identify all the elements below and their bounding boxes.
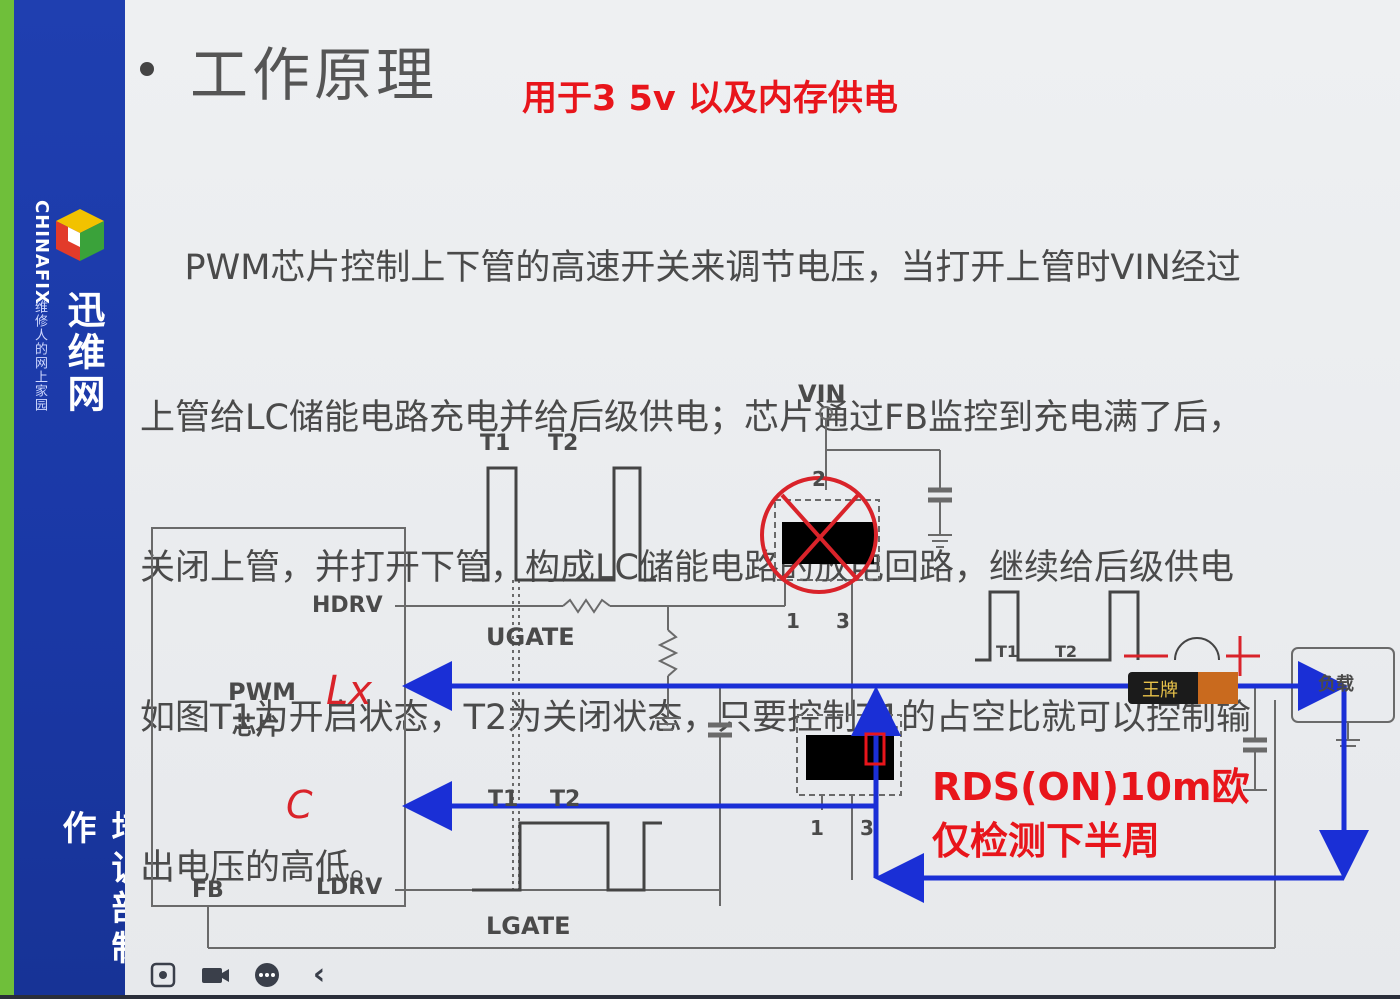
- ugate-label: UGATE: [486, 623, 575, 651]
- fb-label: FB: [192, 878, 224, 903]
- back-icon[interactable]: ‹: [312, 957, 326, 992]
- logo-text: CHINAFIX: [31, 200, 52, 305]
- pin-1-lower: 1: [810, 816, 824, 840]
- handwritten-lx: Lx: [326, 668, 372, 714]
- pwm-chip-box: [151, 527, 406, 907]
- red-note: 用于3 5v 以及内存供电: [522, 79, 898, 119]
- camera-icon[interactable]: [199, 960, 231, 990]
- t1-label-upper: T1: [480, 431, 510, 456]
- paragraph-line: 关闭上管，并打开下管，构成LC储能电路的放电回路，继续给后级供电: [140, 548, 1234, 588]
- load-label: 负载: [1318, 673, 1354, 695]
- paragraph-line: PWM芯片控制上下管的高速开关来调节电压，当打开上管时VIN经过: [140, 248, 1241, 288]
- gate-resistor-upper: [562, 598, 611, 614]
- hdrv-label: HDRV: [312, 593, 383, 618]
- lower-gate-waveform: [472, 821, 662, 892]
- t2-label-output: T2: [1055, 642, 1077, 661]
- chip-label: 芯片: [232, 712, 280, 740]
- pull-down-resistor: [657, 629, 679, 677]
- title-bullet: [140, 62, 154, 76]
- t2-label-lower: T2: [550, 787, 580, 812]
- pin-1-upper: 1: [786, 609, 800, 633]
- ldrv-label: LDRV: [316, 875, 382, 900]
- sidebar-stripe: [0, 0, 14, 995]
- t2-label-upper: T2: [548, 431, 578, 456]
- logo-subtitle: 维修人的网上家园: [32, 300, 47, 412]
- lower-mosfet: [796, 714, 902, 796]
- logo-cube-icon: [56, 209, 104, 261]
- slide-toolbar: ‹: [135, 952, 355, 998]
- sense-marker: [864, 732, 886, 766]
- paragraph: PWM芯片控制上下管的高速开关来调节电压，当打开上管时VIN经过 上管给LC储能…: [140, 143, 1390, 943]
- slide: [125, 0, 1400, 995]
- output-waveform: [975, 590, 1140, 662]
- annotation-detect: 仅检测下半周: [932, 819, 1160, 863]
- t1-label-lower: T1: [488, 787, 518, 812]
- paragraph-line: 上管给LC储能电路充电并给后级供电；芯片通过FB监控到充电满了后，: [140, 398, 1244, 438]
- pin-3-upper: 3: [836, 609, 850, 633]
- t1-label-output: T1: [996, 642, 1018, 661]
- meter-icon: [1174, 637, 1220, 661]
- upper-gate-waveform: [472, 466, 656, 582]
- slide-title: 工作原理: [190, 41, 439, 109]
- disabled-mark-icon: [760, 476, 878, 594]
- vin-terminal: [819, 406, 833, 420]
- paragraph-line: 出电压的高低。: [140, 848, 386, 888]
- vin-label: VIN: [798, 380, 846, 408]
- pin-2-upper: 2: [812, 467, 826, 491]
- handwritten-c: C: [286, 783, 313, 827]
- lgate-label: LGATE: [486, 912, 570, 940]
- sidebar: CHINAFIX 维修人的网上家园 迅维网 培训部制作: [0, 0, 145, 995]
- pwm-label: PWM: [228, 678, 296, 706]
- more-icon[interactable]: [251, 960, 283, 990]
- battery-label: 王牌: [1142, 680, 1178, 701]
- brand-name: 迅维网: [61, 290, 105, 416]
- annotation-rds: RDS(ON)10m欧: [932, 765, 1250, 809]
- paragraph-line: 如图T1为开启状态，T2为关闭状态，只要控制T1的占空比就可以控制输: [140, 698, 1251, 738]
- pin-3-lower: 3: [860, 816, 874, 840]
- crosshair-icon[interactable]: [147, 960, 179, 990]
- upper-mosfet: [774, 499, 880, 581]
